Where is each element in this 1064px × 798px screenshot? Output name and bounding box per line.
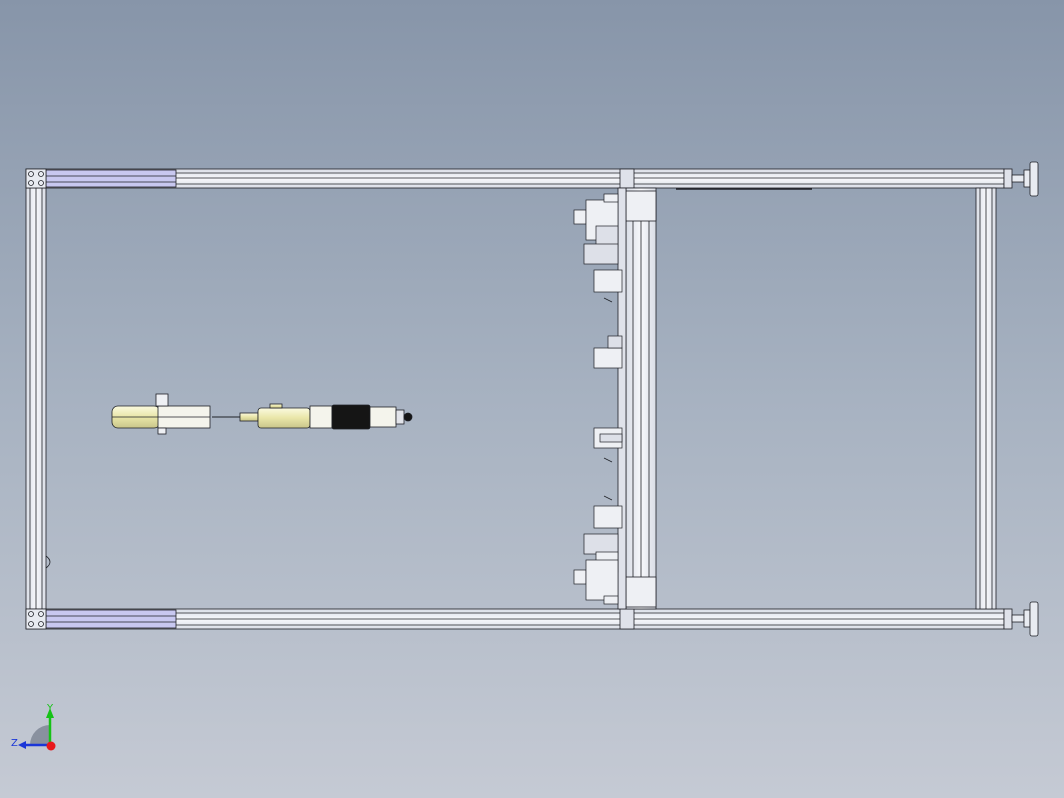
triad-quarter-disc [30,725,50,745]
cable-connector [403,412,413,422]
corner-block-bottom-left [25,608,47,630]
corner-block-top-left [25,168,47,189]
left-post[interactable] [25,187,51,610]
frame-assembly[interactable] [25,161,1039,637]
screwdriver-bit [212,412,259,422]
leveling-foot-bottom[interactable] [1011,601,1039,637]
top-rail-highlight [45,169,177,188]
beam-bracket-top [625,190,657,222]
beam-bracket-bottom [625,576,657,608]
view-triad[interactable]: Y Z [11,703,56,751]
end-cap-bottom-right [1003,608,1013,630]
end-cap-top-right [1003,168,1013,189]
clamp-4[interactable] [593,427,623,463]
right-post[interactable] [975,187,997,610]
clamp-3[interactable] [593,335,623,369]
clamp-2[interactable] [583,243,623,303]
screwdriver-body[interactable] [257,403,413,430]
bottom-rail-highlight [45,609,177,629]
top-rail[interactable] [25,168,1005,189]
clamp-fixtures[interactable] [573,193,623,605]
clamp-6[interactable] [573,533,619,605]
leveling-foot-top[interactable] [1011,161,1039,197]
screwdriver-assembly[interactable] [111,393,413,435]
clamp-1[interactable] [573,193,619,247]
triad-x-axis [46,741,56,751]
screwdriver-grip [331,404,371,430]
clamp-5[interactable] [593,495,623,529]
triad-z-label: Z [11,738,18,749]
center-fixture-beam[interactable] [617,187,657,610]
triad-y-label: Y [46,703,54,714]
screwdriver-holder[interactable] [111,393,211,435]
bottom-rail[interactable] [25,608,1005,630]
